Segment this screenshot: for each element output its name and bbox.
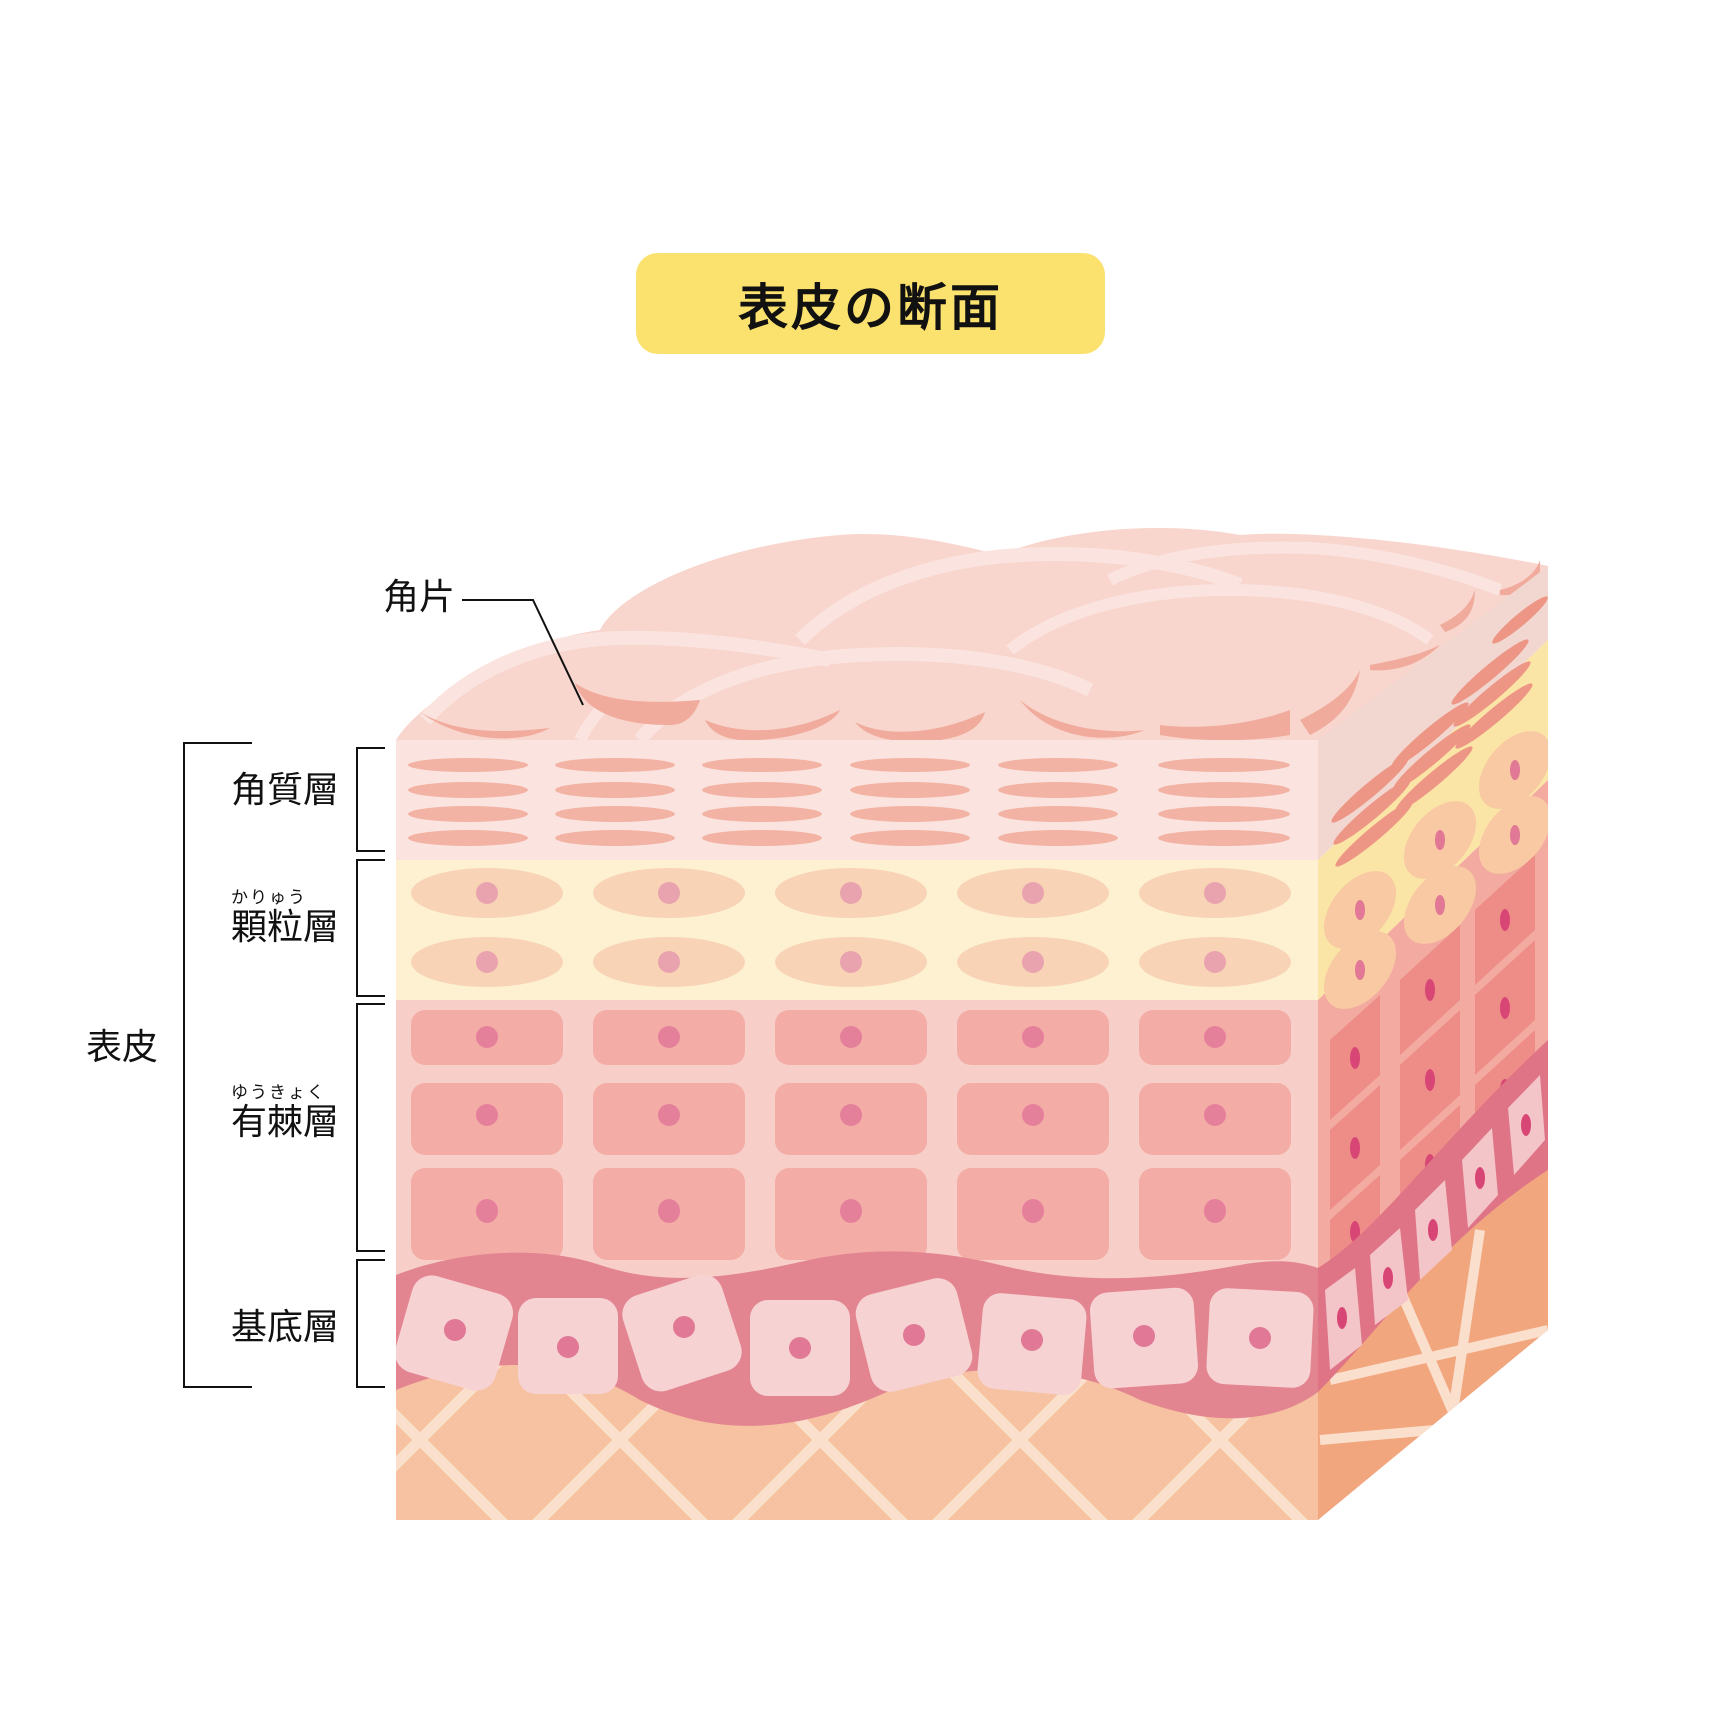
basal-cells	[396, 1274, 1314, 1396]
side-corneum-cells	[1331, 596, 1548, 867]
ruby-stratum-spinosum: ゆうきょく	[231, 1083, 326, 1103]
layer-label-stratum-granulosum: 顆粒層	[231, 907, 340, 948]
page-title: 表皮の断面	[738, 278, 1003, 337]
spinous-cells	[411, 1010, 1291, 1260]
bracket-stratum-spinosum	[356, 1003, 385, 1252]
granular-cells	[411, 868, 1291, 987]
bracket-stratum-granulosum	[356, 859, 385, 997]
title-banner: 表皮の断面	[636, 253, 1105, 354]
side-basal-cells	[1325, 1075, 1545, 1370]
layer-label-stratum-basale: 基底層	[231, 1307, 340, 1348]
side-face	[1318, 566, 1548, 1520]
callout-leader-line	[462, 599, 584, 706]
layer-label-stratum-corneum: 角質層	[231, 770, 340, 811]
side-granular-cells	[1323, 731, 1548, 1009]
bracket-stratum-corneum	[356, 747, 385, 852]
group-label-epidermis: 表皮	[86, 1027, 159, 1068]
dermis-lattice	[396, 1365, 1318, 1520]
layer-label-stratum-spinosum: 有棘層	[231, 1102, 340, 1143]
front-face	[396, 740, 1318, 1520]
basal-membrane-band	[396, 1251, 1318, 1426]
scale-flakes	[420, 560, 1540, 742]
callout-label-kakuhen: 角片	[383, 577, 456, 618]
brackets	[183, 742, 385, 1388]
bracket-stratum-basale	[356, 1259, 385, 1388]
ruby-stratum-granulosum: かりゅう	[231, 888, 307, 908]
stratum-corneum-cells	[408, 758, 1290, 846]
stratum-corneum-top-surface	[396, 527, 1548, 770]
epidermis-bracket	[183, 742, 252, 1388]
